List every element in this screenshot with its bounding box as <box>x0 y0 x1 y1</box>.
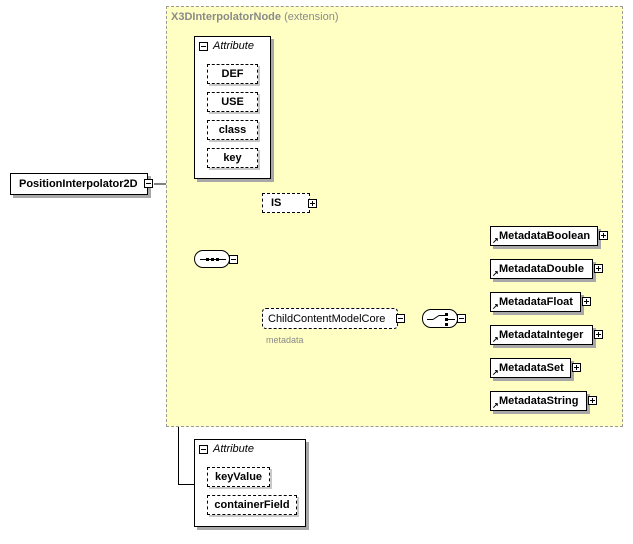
attribute-group-2-header: Attribute <box>199 443 254 455</box>
attribute-class-label: class <box>218 124 247 136</box>
metadata-integer-element[interactable]: ↗ MetadataInteger <box>490 325 593 345</box>
expand-icon[interactable] <box>582 297 591 306</box>
metadata-float-element[interactable]: ↗ MetadataFloat <box>490 292 581 312</box>
child-content-model-core-group[interactable]: ChildContentModelCore <box>262 308 398 329</box>
attribute-class[interactable]: class <box>207 120 258 140</box>
metadata-set-element[interactable]: ↗ MetadataSet <box>490 358 571 378</box>
metadata-string-element[interactable]: ↗ MetadataString <box>490 391 587 411</box>
group-ref-label: ChildContentModelCore <box>268 312 386 325</box>
attribute-def[interactable]: DEF <box>207 64 258 84</box>
attribute-group-1-title: Attribute <box>213 40 254 52</box>
extension-name: X3DInterpolatorNode <box>171 11 282 23</box>
root-element-label: PositionInterpolator2D <box>19 178 138 190</box>
metadata-boolean-element[interactable]: ↗ MetadataBoolean <box>490 226 598 246</box>
extension-title: X3DInterpolatorNode (extension) <box>171 11 339 23</box>
expand-icon[interactable] <box>599 231 608 240</box>
is-element-label: IS <box>271 197 282 209</box>
collapse-icon[interactable] <box>144 179 153 188</box>
attribute-def-label: DEF <box>221 68 244 80</box>
sequence-icon <box>200 258 226 261</box>
attribute-keyvalue-label: keyValue <box>214 471 263 483</box>
choice-compositor[interactable] <box>422 309 458 328</box>
metadata-float-label: MetadataFloat <box>499 296 573 308</box>
attribute-key-label: key <box>223 152 242 164</box>
expand-icon[interactable] <box>588 396 597 405</box>
attribute-group-2-title: Attribute <box>213 443 254 455</box>
collapse-icon[interactable] <box>199 444 208 454</box>
attribute-containerfield-label: containerField <box>214 499 290 511</box>
reference-arrow-icon: ↗ <box>492 335 499 344</box>
expand-icon[interactable] <box>308 199 317 208</box>
collapse-icon[interactable] <box>396 314 405 323</box>
metadata-double-label: MetadataDouble <box>499 263 584 275</box>
attribute-keyvalue[interactable]: keyValue <box>207 467 270 487</box>
reference-arrow-icon: ↗ <box>492 302 499 311</box>
attribute-use[interactable]: USE <box>207 92 258 112</box>
collapse-icon[interactable] <box>457 314 466 323</box>
attribute-containerfield[interactable]: containerField <box>207 495 297 515</box>
reference-arrow-icon: ↗ <box>492 368 499 377</box>
group-ref-sublabel: metadata <box>266 335 304 345</box>
attribute-key[interactable]: key <box>207 148 258 168</box>
attribute-group-1-header: Attribute <box>199 40 254 52</box>
choice-icon <box>427 313 455 326</box>
expand-icon[interactable] <box>594 264 603 273</box>
sequence-compositor[interactable] <box>194 250 230 268</box>
is-element[interactable]: IS <box>262 193 310 213</box>
reference-arrow-icon: ↗ <box>492 236 499 245</box>
reference-arrow-icon: ↗ <box>492 401 499 410</box>
extension-suffix: (extension) <box>284 11 339 23</box>
expand-icon[interactable] <box>572 363 581 372</box>
root-element[interactable]: PositionInterpolator2D <box>10 173 148 195</box>
metadata-boolean-label: MetadataBoolean <box>499 230 591 242</box>
metadata-integer-label: MetadataInteger <box>499 329 584 341</box>
collapse-icon[interactable] <box>229 255 238 264</box>
expand-icon[interactable] <box>594 330 603 339</box>
metadata-set-label: MetadataSet <box>499 362 564 374</box>
collapse-icon[interactable] <box>199 41 208 51</box>
attribute-use-label: USE <box>221 96 244 108</box>
metadata-double-element[interactable]: ↗ MetadataDouble <box>490 259 593 279</box>
reference-arrow-icon: ↗ <box>492 269 499 278</box>
metadata-string-label: MetadataString <box>499 395 579 407</box>
